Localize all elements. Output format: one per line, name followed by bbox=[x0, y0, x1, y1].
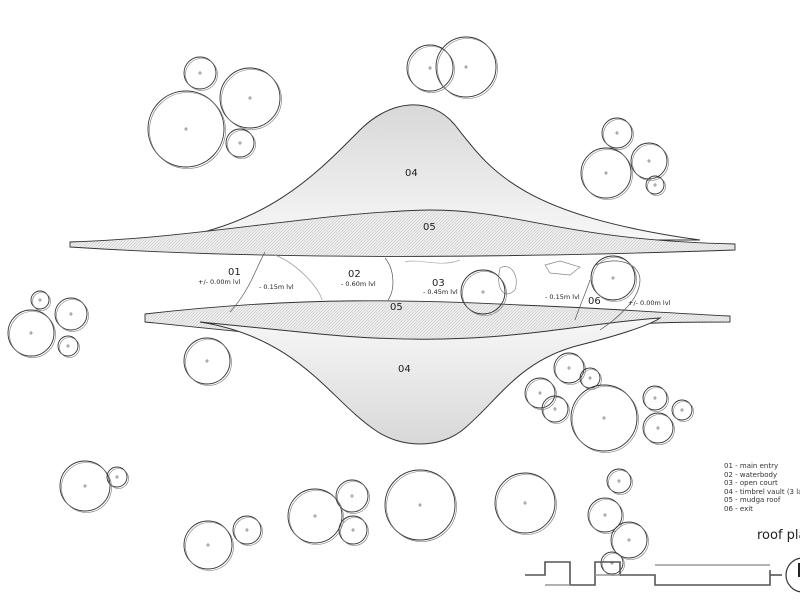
tree-canopy bbox=[338, 515, 369, 546]
north-arrow-icon bbox=[785, 557, 800, 593]
tree-canopy bbox=[642, 412, 675, 445]
tree-canopy bbox=[460, 269, 507, 316]
tree-canopy bbox=[147, 90, 226, 169]
tree-canopy bbox=[590, 255, 637, 302]
tree-canopy bbox=[183, 337, 232, 386]
trees bbox=[7, 36, 694, 576]
level-waterbody: - 0.60m lvl bbox=[341, 280, 376, 288]
tree-canopy bbox=[524, 377, 557, 410]
tree-canopy bbox=[671, 399, 694, 422]
legend-item: 04 - timbrel vault (3 la bbox=[724, 487, 800, 496]
zone-label-04-bottom: 04 bbox=[398, 364, 411, 375]
zone-label-04-top: 04 bbox=[405, 168, 418, 179]
tree-canopy bbox=[232, 515, 263, 546]
tree-canopy bbox=[645, 175, 666, 196]
zone-label-05-bottom: 05 bbox=[390, 302, 403, 313]
legend: 01 - main entry 02 - waterbody 03 - open… bbox=[724, 462, 800, 514]
tree-canopy bbox=[587, 497, 624, 534]
mudga-roof-top bbox=[69, 209, 736, 257]
tree-canopy bbox=[106, 466, 129, 489]
tree-canopy bbox=[435, 36, 498, 99]
level-exit: +/- 0.00m lvl bbox=[628, 299, 671, 307]
tree-canopy bbox=[610, 521, 649, 560]
tree-canopy bbox=[494, 472, 557, 535]
tree-canopy bbox=[570, 384, 639, 453]
tree-canopy bbox=[541, 395, 570, 424]
tree-canopy bbox=[580, 147, 633, 200]
tree-canopy bbox=[335, 479, 370, 514]
zone-label-06: 06 bbox=[588, 296, 601, 307]
tree-canopy bbox=[630, 142, 669, 181]
court-linework bbox=[229, 251, 641, 331]
tree-canopy bbox=[384, 469, 457, 542]
tree-canopy bbox=[287, 488, 344, 545]
legend-item: 01 - main entry bbox=[724, 462, 779, 470]
zone-label-02: 02 bbox=[348, 269, 361, 280]
tree-canopy bbox=[579, 367, 602, 390]
tree-canopy bbox=[600, 551, 625, 576]
tree-canopy bbox=[183, 56, 218, 91]
legend-item: 03 - open court bbox=[724, 479, 778, 488]
tree-canopy bbox=[642, 385, 669, 412]
tree-canopy bbox=[553, 352, 586, 385]
drawing-title: roof pla bbox=[757, 528, 800, 543]
legend-item: 02 - waterbody bbox=[724, 470, 778, 479]
tree-canopy bbox=[225, 128, 256, 159]
scale-bar bbox=[525, 561, 782, 586]
tree-canopy bbox=[54, 297, 89, 332]
legend-item: 05 - mudga roof bbox=[724, 496, 781, 505]
tree-canopy bbox=[601, 117, 634, 150]
zone-label-03: 03 bbox=[432, 278, 445, 289]
tree-canopy bbox=[7, 309, 56, 358]
timbrel-vault-bottom bbox=[199, 317, 662, 445]
tree-canopy bbox=[183, 520, 234, 571]
level-entry: +/- 0.00m lvl bbox=[198, 278, 241, 286]
level-court: - 0.45m lvl bbox=[423, 288, 458, 296]
tree-canopy bbox=[59, 460, 112, 513]
timbrel-vault-top bbox=[164, 104, 701, 241]
zone-label-01: 01 bbox=[228, 267, 241, 278]
zone-label-05-top: 05 bbox=[423, 222, 436, 233]
tree-canopy bbox=[606, 468, 633, 495]
level-ramp-left: - 0.15m lvl bbox=[259, 283, 294, 291]
tree-canopy bbox=[219, 67, 282, 130]
tree-canopy bbox=[57, 335, 80, 358]
legend-item: 06 - exit bbox=[724, 504, 753, 513]
tree-canopy bbox=[406, 44, 455, 93]
level-ramp-right: - 0.15m lvl bbox=[545, 293, 580, 301]
tree-canopy bbox=[30, 290, 51, 311]
